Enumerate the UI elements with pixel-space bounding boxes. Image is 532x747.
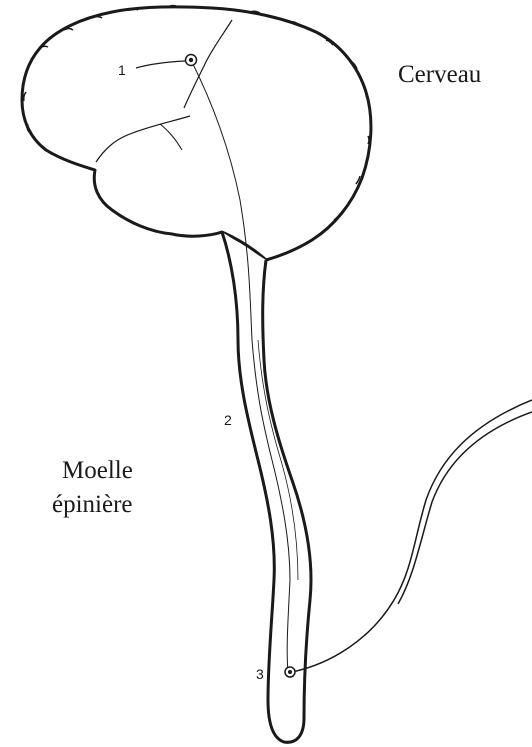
spinal-cord-label-line2: épinière <box>52 490 133 520</box>
peripheral-nerve <box>292 400 532 672</box>
spinal-cord-label-line1: Moelle <box>62 456 133 486</box>
neuron-3-nucleus <box>288 670 292 674</box>
brain-label: Cerveau <box>398 60 481 90</box>
neuron-1-nucleus <box>189 58 193 62</box>
brain-outline <box>22 7 371 260</box>
marker-neuron-2: 2 <box>224 412 232 428</box>
marker-neuron-1: 1 <box>118 62 126 78</box>
marker-neuron-3: 3 <box>256 666 264 682</box>
spinal-cord-outline <box>222 232 311 742</box>
